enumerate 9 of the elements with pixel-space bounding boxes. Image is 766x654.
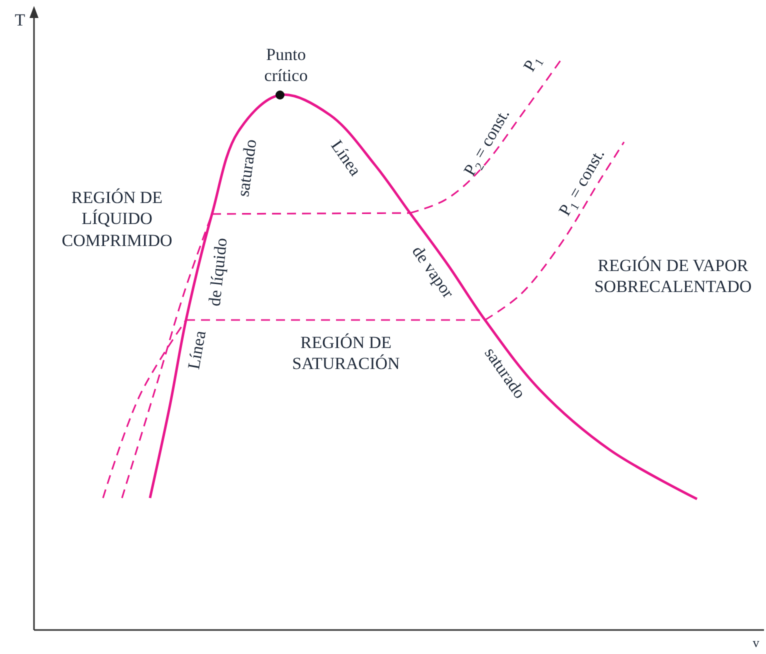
curve-label: de líquido	[204, 236, 232, 308]
point-label: Punto crítico	[263, 44, 309, 86]
axis-label: v	[752, 634, 760, 652]
curve-label: saturado	[232, 138, 262, 198]
region-label: REGIÓN DE SATURACIÓN	[291, 332, 401, 374]
region-label: REGIÓN DE LÍQUIDO COMPRIMIDO	[60, 187, 174, 251]
axis-label: T	[14, 9, 26, 31]
curve-label: Línea	[183, 329, 211, 371]
region-label: REGIÓN DE VAPOR SOBRECALENTADO	[593, 254, 753, 298]
